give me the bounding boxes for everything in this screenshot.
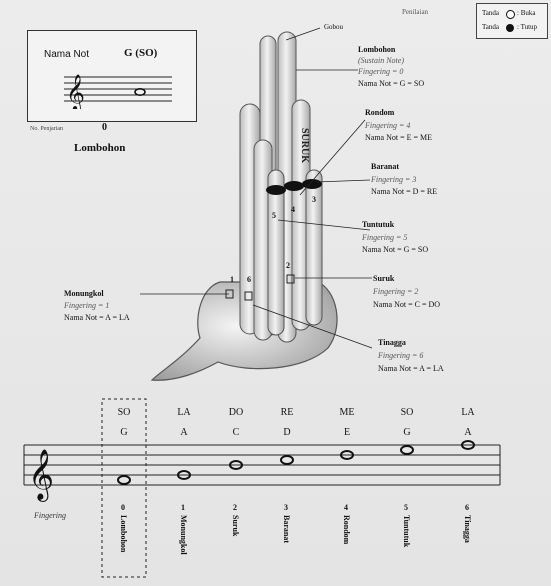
page-label: Penilaian [402, 8, 428, 16]
monungkol-title: Monungkol [64, 289, 104, 298]
tube-number-2: 2 [286, 261, 290, 270]
lombohon-note: Nama Not = G = SO [358, 79, 424, 88]
legend-open-label: Tanda [482, 9, 499, 17]
staff-note-head [281, 456, 293, 464]
tube-baranat [306, 170, 322, 325]
suruk-fingering: Fingering = 2 [373, 287, 418, 296]
note-box-name: Lombohon [74, 142, 125, 154]
baranat-title: Baranat [371, 162, 399, 171]
tuntutuk-note: Nama Not = G = SO [362, 245, 428, 254]
column-solfa: SO [116, 407, 132, 418]
closed-hole-icon [506, 24, 514, 32]
column-letter: C [231, 427, 241, 438]
legend-box: Tanda : Buka Tanda : Tutup [476, 3, 548, 39]
tube-number-3: 3 [312, 195, 316, 204]
tinagga-note: Nama Not = A = LA [378, 364, 444, 373]
column-solfa: SO [399, 407, 415, 418]
column-letter: G [119, 427, 129, 438]
fingering-no-value: 0 [102, 122, 107, 133]
column-name: Monungkol [179, 515, 188, 555]
sompoton-illustration: SURUK 1 6 5 4 2 3 [140, 20, 380, 390]
tube-number-1: 1 [230, 275, 234, 284]
baranat-fingering: Fingering = 3 [371, 175, 416, 184]
column-fingering: 1 [181, 503, 185, 512]
suruk-tube-label: SURUK [299, 128, 310, 163]
column-letter: A [179, 427, 189, 438]
column-name: Suruk [231, 515, 240, 536]
baranat-note: Nama Not = D = RE [371, 187, 437, 196]
column-solfa: LA [460, 407, 476, 418]
column-solfa: LA [176, 407, 192, 418]
staff-treble-clef-icon: 𝄞 [28, 449, 54, 502]
legend-closed-label: Tanda [482, 23, 499, 31]
monungkol-note: Nama Not = A = LA [64, 313, 130, 322]
rondom-fingering: Fingering = 4 [365, 121, 410, 130]
fingering-row-label: Fingering [34, 511, 66, 520]
column-solfa: DO [228, 407, 244, 418]
column-letter: A [463, 427, 473, 438]
fingering-staff: 𝄞 [10, 393, 546, 581]
staff-note-head [118, 476, 130, 484]
rondom-title: Rondom [365, 108, 394, 117]
tinagga-fingering: Fingering = 6 [378, 351, 423, 360]
column-fingering: 4 [344, 503, 348, 512]
lombohon-subtitle: (Sustain Note) [358, 56, 404, 65]
legend-open-text: : Buka [517, 9, 535, 17]
tinagga-title: Tinagga [378, 338, 406, 347]
column-name: Tuntutuk [402, 515, 411, 547]
column-fingering: 5 [404, 503, 408, 512]
column-fingering: 6 [465, 503, 469, 512]
column-fingering: 3 [284, 503, 288, 512]
note-box-label: Nama Not [44, 49, 89, 60]
tuntutuk-fingering: Fingering = 5 [362, 233, 407, 242]
tube-number-4: 4 [291, 205, 295, 214]
tube-number-6: 6 [247, 275, 251, 284]
treble-clef-icon: 𝄞 [66, 73, 85, 109]
column-solfa: RE [279, 407, 295, 418]
fingering-no-label: No. Penjarian [30, 126, 63, 132]
lombohon-fingering: Fingering = 0 [358, 67, 403, 76]
column-fingering: 2 [233, 503, 237, 512]
column-fingering: 0 [121, 503, 125, 512]
column-solfa: ME [339, 407, 355, 418]
column-name: Lombohon [119, 515, 128, 552]
column-letter: D [282, 427, 292, 438]
suruk-note: Nama Not = C = DO [373, 300, 440, 309]
legend-closed-text: : Tutup [517, 23, 537, 31]
staff-note-head [401, 446, 413, 454]
gobou-label: Gobou [324, 23, 343, 31]
column-letter: E [342, 427, 352, 438]
rondom-note: Nama Not = E = ME [365, 133, 432, 142]
column-name: Tinagga [463, 515, 472, 543]
column-name: Baranat [282, 515, 291, 543]
column-name: Rondom [342, 515, 351, 544]
tuntutuk-title: Tuntutuk [362, 220, 394, 229]
column-letter: G [402, 427, 412, 438]
suruk-title: Suruk [373, 274, 394, 283]
lombohon-title: Lombohon [358, 45, 395, 54]
monungkol-fingering: Fingering = 1 [64, 301, 109, 310]
open-hole-icon [506, 10, 515, 19]
tube-number-5: 5 [272, 211, 276, 220]
